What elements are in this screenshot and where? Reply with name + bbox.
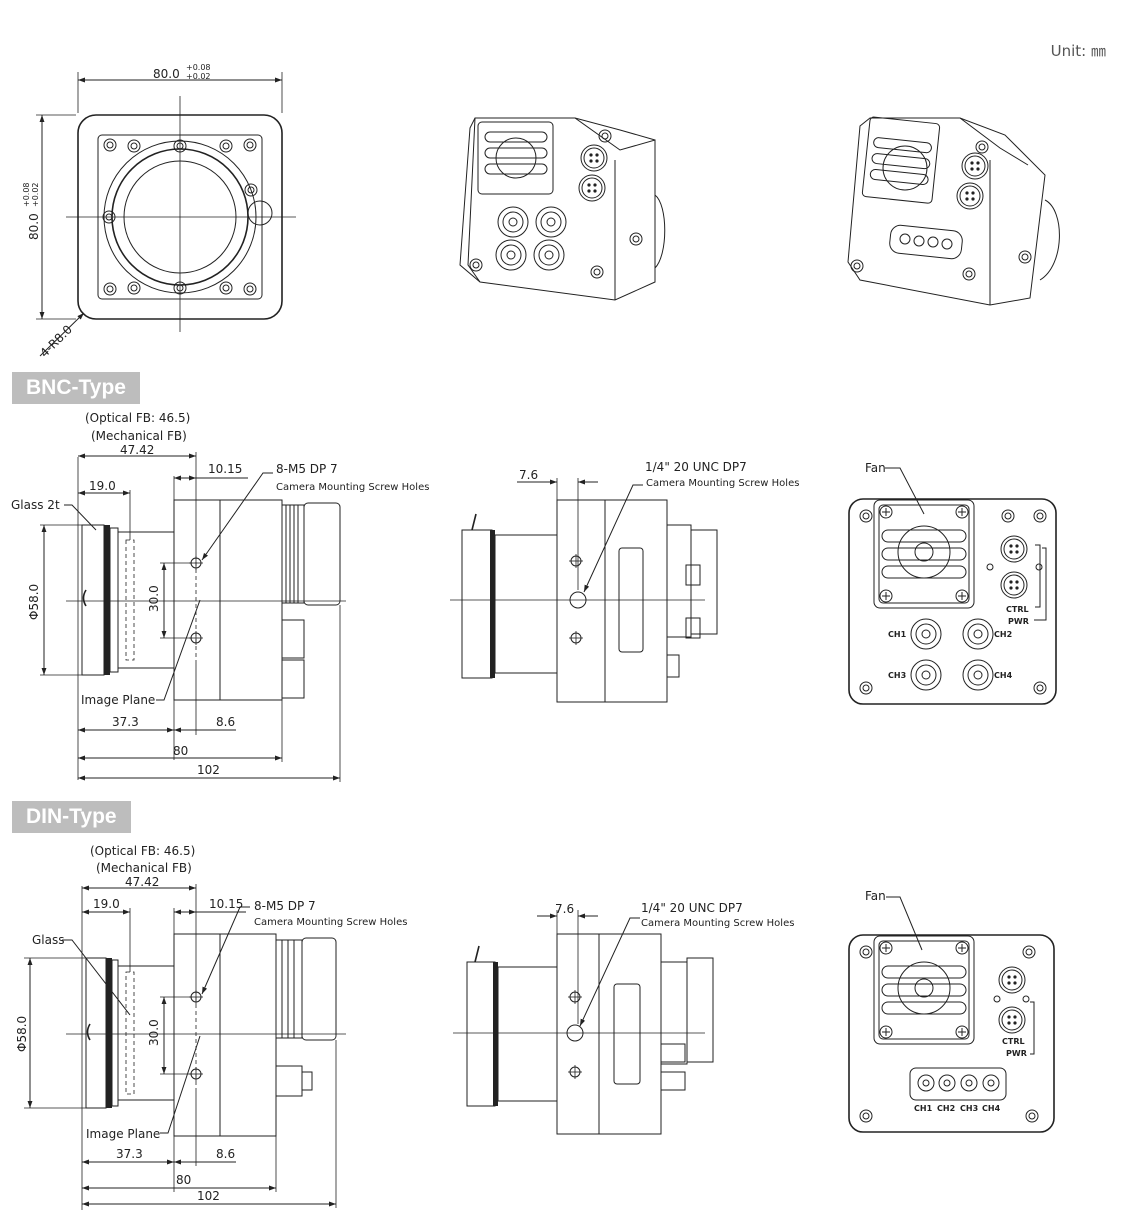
- bnc-dim-102: 102: [197, 763, 220, 777]
- front-height-tol-upper: +0.08: [22, 182, 31, 207]
- din-ctrl-label: CTRL: [1002, 1037, 1025, 1046]
- din-channel-1: CH1: [914, 1104, 933, 1113]
- front-height-tol-lower: +0.02: [31, 182, 40, 207]
- bnc-dim-37: 37.3: [112, 715, 139, 729]
- bnc-glass-label: Glass 2t: [11, 498, 60, 512]
- din-screw-holes: 8-M5 DP 7: [254, 899, 316, 913]
- din-dim-30: 30.0: [147, 1019, 161, 1046]
- din-image-plane: Image Plane: [86, 1127, 160, 1141]
- bnc-channel-3: CH3: [888, 671, 906, 680]
- din-tripod-dim: 7.6: [555, 902, 574, 916]
- bnc-dim-19: 19.0: [89, 479, 116, 493]
- din-pwr-label: PWR: [1006, 1049, 1027, 1058]
- bnc-diameter-dim: Φ58.0: [27, 584, 41, 620]
- bnc-tripod-view: [450, 478, 718, 703]
- din-tripod-desc: Camera Mounting Screw Holes: [641, 918, 794, 929]
- bnc-tripod-dim: 7.6: [519, 468, 538, 482]
- camera-iso-din: [847, 116, 1060, 306]
- din-dim-80: 80: [176, 1173, 191, 1187]
- bnc-tripod-hole: 1/4" 20 UNC DP7: [645, 460, 747, 474]
- bnc-optical-fb: (Optical FB: 46.5): [85, 411, 190, 425]
- front-width-dim: 80.0: [153, 67, 180, 81]
- din-glass-label: Glass: [32, 933, 65, 947]
- din-fan-label: Fan: [865, 889, 886, 903]
- front-width-tol-lower: +0.02: [186, 72, 211, 81]
- front-view: [36, 72, 296, 357]
- front-width-tol-upper: +0.08: [186, 63, 211, 72]
- bnc-dim-80: 80: [173, 744, 188, 758]
- bnc-type-label: BNC-Type: [12, 372, 140, 404]
- din-channel-3: CH3: [960, 1104, 978, 1113]
- din-fb-dim: 47.42: [125, 875, 159, 889]
- bnc-fb-dim: 47.42: [120, 443, 154, 457]
- din-side-view: [24, 884, 346, 1210]
- bnc-back-view: [848, 467, 1057, 705]
- din-optical-fb: (Optical FB: 46.5): [90, 844, 195, 858]
- din-type-label: DIN-Type: [12, 801, 131, 833]
- din-diameter-dim: Φ58.0: [15, 1016, 29, 1052]
- din-back-view: [848, 896, 1055, 1133]
- bnc-dim-8: 8.6: [216, 715, 235, 729]
- bnc-channel-4: CH4: [994, 671, 1013, 680]
- bnc-screw-holes-desc: Camera Mounting Screw Holes: [276, 482, 429, 493]
- din-tripod-view: [453, 910, 714, 1135]
- bnc-dim-30: 30.0: [147, 585, 161, 612]
- bnc-fan-label: Fan: [865, 461, 886, 475]
- bnc-tripod-desc: Camera Mounting Screw Holes: [646, 478, 799, 489]
- din-channel-4: CH4: [982, 1104, 1001, 1113]
- bnc-side-view: [40, 452, 346, 782]
- bnc-ctrl-label: CTRL: [1006, 605, 1029, 614]
- bnc-channel-1: CH1: [888, 630, 907, 639]
- din-dim-102: 102: [197, 1189, 220, 1203]
- unit-label: Unit: ㎜: [1050, 42, 1106, 60]
- front-height-dim: 80.0: [27, 213, 41, 240]
- din-tripod-hole: 1/4" 20 UNC DP7: [641, 901, 743, 915]
- din-dim-37: 37.3: [116, 1147, 143, 1161]
- din-dim-10: 10.15: [209, 897, 243, 911]
- din-channel-2: CH2: [937, 1104, 955, 1113]
- bnc-pwr-label: PWR: [1008, 617, 1029, 626]
- bnc-image-plane: Image Plane: [81, 693, 155, 707]
- din-mechanical-fb: (Mechanical FB): [96, 861, 192, 875]
- bnc-screw-holes: 8-M5 DP 7: [276, 462, 338, 476]
- bnc-dim-10: 10.15: [208, 462, 242, 476]
- din-dim-8: 8.6: [216, 1147, 235, 1161]
- camera-iso-bnc: [459, 117, 666, 301]
- din-screw-holes-desc: Camera Mounting Screw Holes: [254, 917, 407, 928]
- bnc-mechanical-fb: (Mechanical FB): [91, 429, 187, 443]
- bnc-channel-2: CH2: [994, 630, 1012, 639]
- din-dim-19: 19.0: [93, 897, 120, 911]
- front-radius-note: 4-R8.0: [37, 322, 75, 360]
